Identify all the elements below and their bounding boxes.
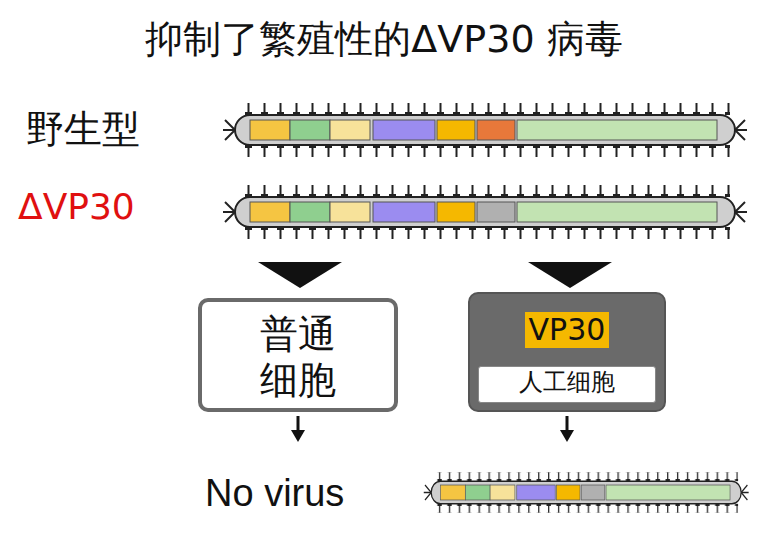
artificial-cell-box: VP30 人工细胞 (468, 292, 666, 412)
normal-cell-box: 普通 细胞 (198, 298, 398, 412)
small-arrow-head (560, 430, 574, 442)
row-label: ΔVP30 (18, 186, 135, 227)
row-label: 野生型 (26, 104, 140, 155)
node-text: 普通 细胞 (238, 312, 358, 403)
title: 抑制了繁殖性的ΔVP30 病毒 (145, 14, 622, 65)
delta-virus (223, 185, 747, 239)
down-arrow (528, 262, 612, 288)
node-text: 人工细胞 (519, 368, 615, 397)
wild-virus (223, 103, 747, 157)
inner-label-box: 人工细胞 (478, 366, 656, 403)
down-arrow (258, 262, 342, 288)
small-arrow (298, 416, 567, 432)
small-arrow-head (291, 430, 305, 442)
result-label: No virus (205, 472, 344, 515)
node-text: VP30 (525, 312, 610, 348)
progeny-virus (424, 472, 749, 513)
